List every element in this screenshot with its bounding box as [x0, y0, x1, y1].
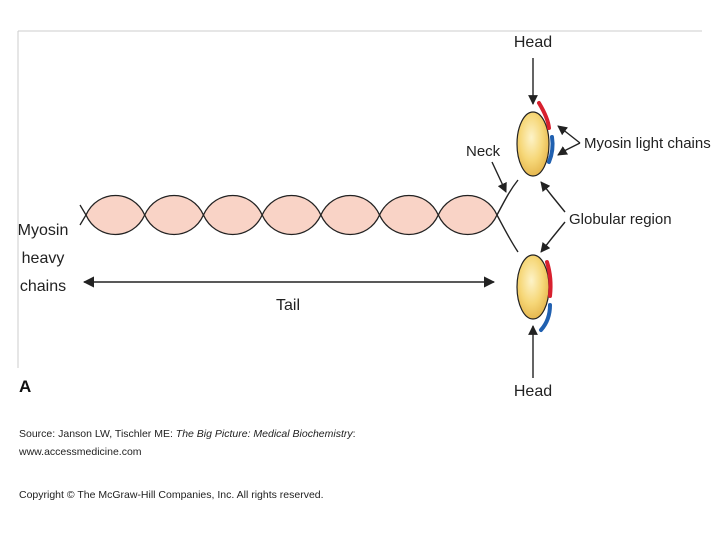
- label-tail: Tail: [276, 297, 300, 314]
- label-heavy-2: heavy: [22, 250, 65, 267]
- neck-strand-upper: [496, 179, 519, 216]
- arrow-light-chain-blue: [557, 142, 581, 156]
- coil-lobe: [85, 194, 146, 236]
- label-head-top: Head: [514, 34, 552, 51]
- coil-tip: [79, 204, 87, 226]
- coil-lobe: [261, 194, 322, 236]
- label-neck: Neck: [466, 143, 501, 160]
- copyright: Copyright © The McGraw-Hill Companies, I…: [19, 489, 324, 501]
- label-head-bottom: Head: [514, 383, 552, 400]
- head-bottom: [516, 254, 550, 320]
- light-chain-blue-top: [547, 135, 555, 164]
- arrow-globular-top: [540, 181, 566, 213]
- coil-lobe: [144, 194, 205, 236]
- label-heavy-3: chains: [20, 278, 66, 295]
- source-line: Source: Janson LW, Tischler ME: The Big …: [19, 428, 356, 440]
- coil-lobe: [378, 194, 439, 236]
- light-chain-red-bottom: [545, 260, 553, 298]
- arrow-light-chain-red: [557, 125, 581, 144]
- neck-strand-lower: [496, 214, 519, 253]
- coiled-coil-tail: [79, 194, 498, 236]
- source-url: www.accessmedicine.com: [18, 446, 142, 458]
- head-top: [516, 111, 550, 177]
- light-chain-blue-bottom: [539, 303, 552, 332]
- label-globular-region: Globular region: [569, 211, 672, 228]
- label-myosin-light-chains: Myosin light chains: [584, 135, 711, 152]
- coil-lobe: [437, 194, 498, 236]
- label-heavy-1: Myosin: [18, 222, 69, 239]
- light-chain-red-top: [537, 101, 551, 130]
- panel-label: A: [19, 377, 31, 396]
- arrow-globular-bottom: [540, 221, 566, 253]
- arrow-neck: [491, 161, 507, 193]
- coil-lobe: [202, 194, 263, 236]
- coil-lobe: [320, 194, 381, 236]
